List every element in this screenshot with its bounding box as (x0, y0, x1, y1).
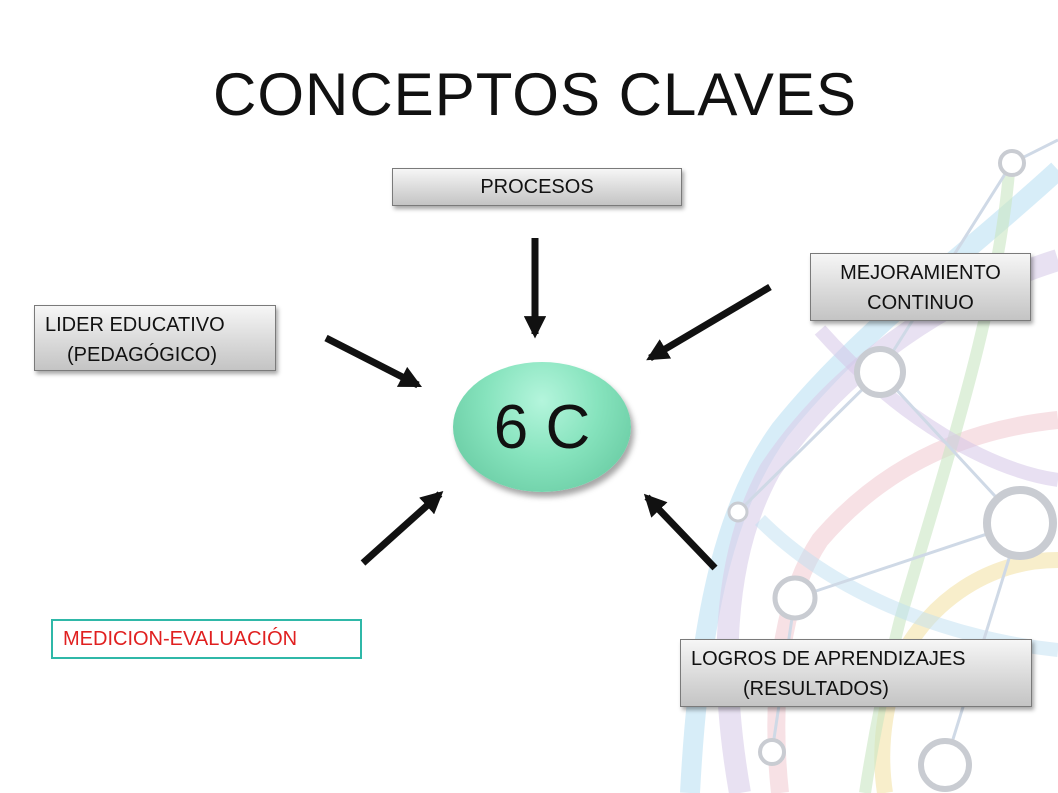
node-medicion-evaluacion: MEDICION-EVALUACIÓN (51, 619, 362, 659)
node-mejoramiento-line1: MEJORAMIENTO (840, 262, 1001, 284)
node-logros-de-aprendizajes: LOGROS DE APRENDIZAJES (RESULTADOS) (680, 639, 1032, 707)
arrow-icon-medicion (360, 491, 444, 566)
node-logros-line2: (RESULTADOS) (743, 678, 889, 700)
node-mejoramiento-continuo: MEJORAMIENTO CONTINUO (810, 253, 1031, 321)
arrow-icon-logros (643, 493, 718, 571)
node-mejoramiento-line2: CONTINUO (867, 292, 974, 314)
node-lider-line1: LIDER EDUCATIVO (45, 314, 225, 336)
slide-title: CONCEPTOS CLAVES (213, 61, 857, 128)
node-procesos-label: PROCESOS (480, 176, 594, 198)
node-logros-line1: LOGROS DE APRENDIZAJES (691, 648, 966, 670)
node-lider-line2: (PEDAGÓGICO) (67, 344, 218, 366)
node-lider-educativo: LIDER EDUCATIVO (PEDAGÓGICO) (34, 305, 276, 371)
center-node: 6 C (453, 362, 631, 492)
arrow-icon-lider (324, 334, 422, 389)
arrow-icon-mejoramiento (646, 283, 772, 362)
node-procesos: PROCESOS (392, 168, 682, 206)
